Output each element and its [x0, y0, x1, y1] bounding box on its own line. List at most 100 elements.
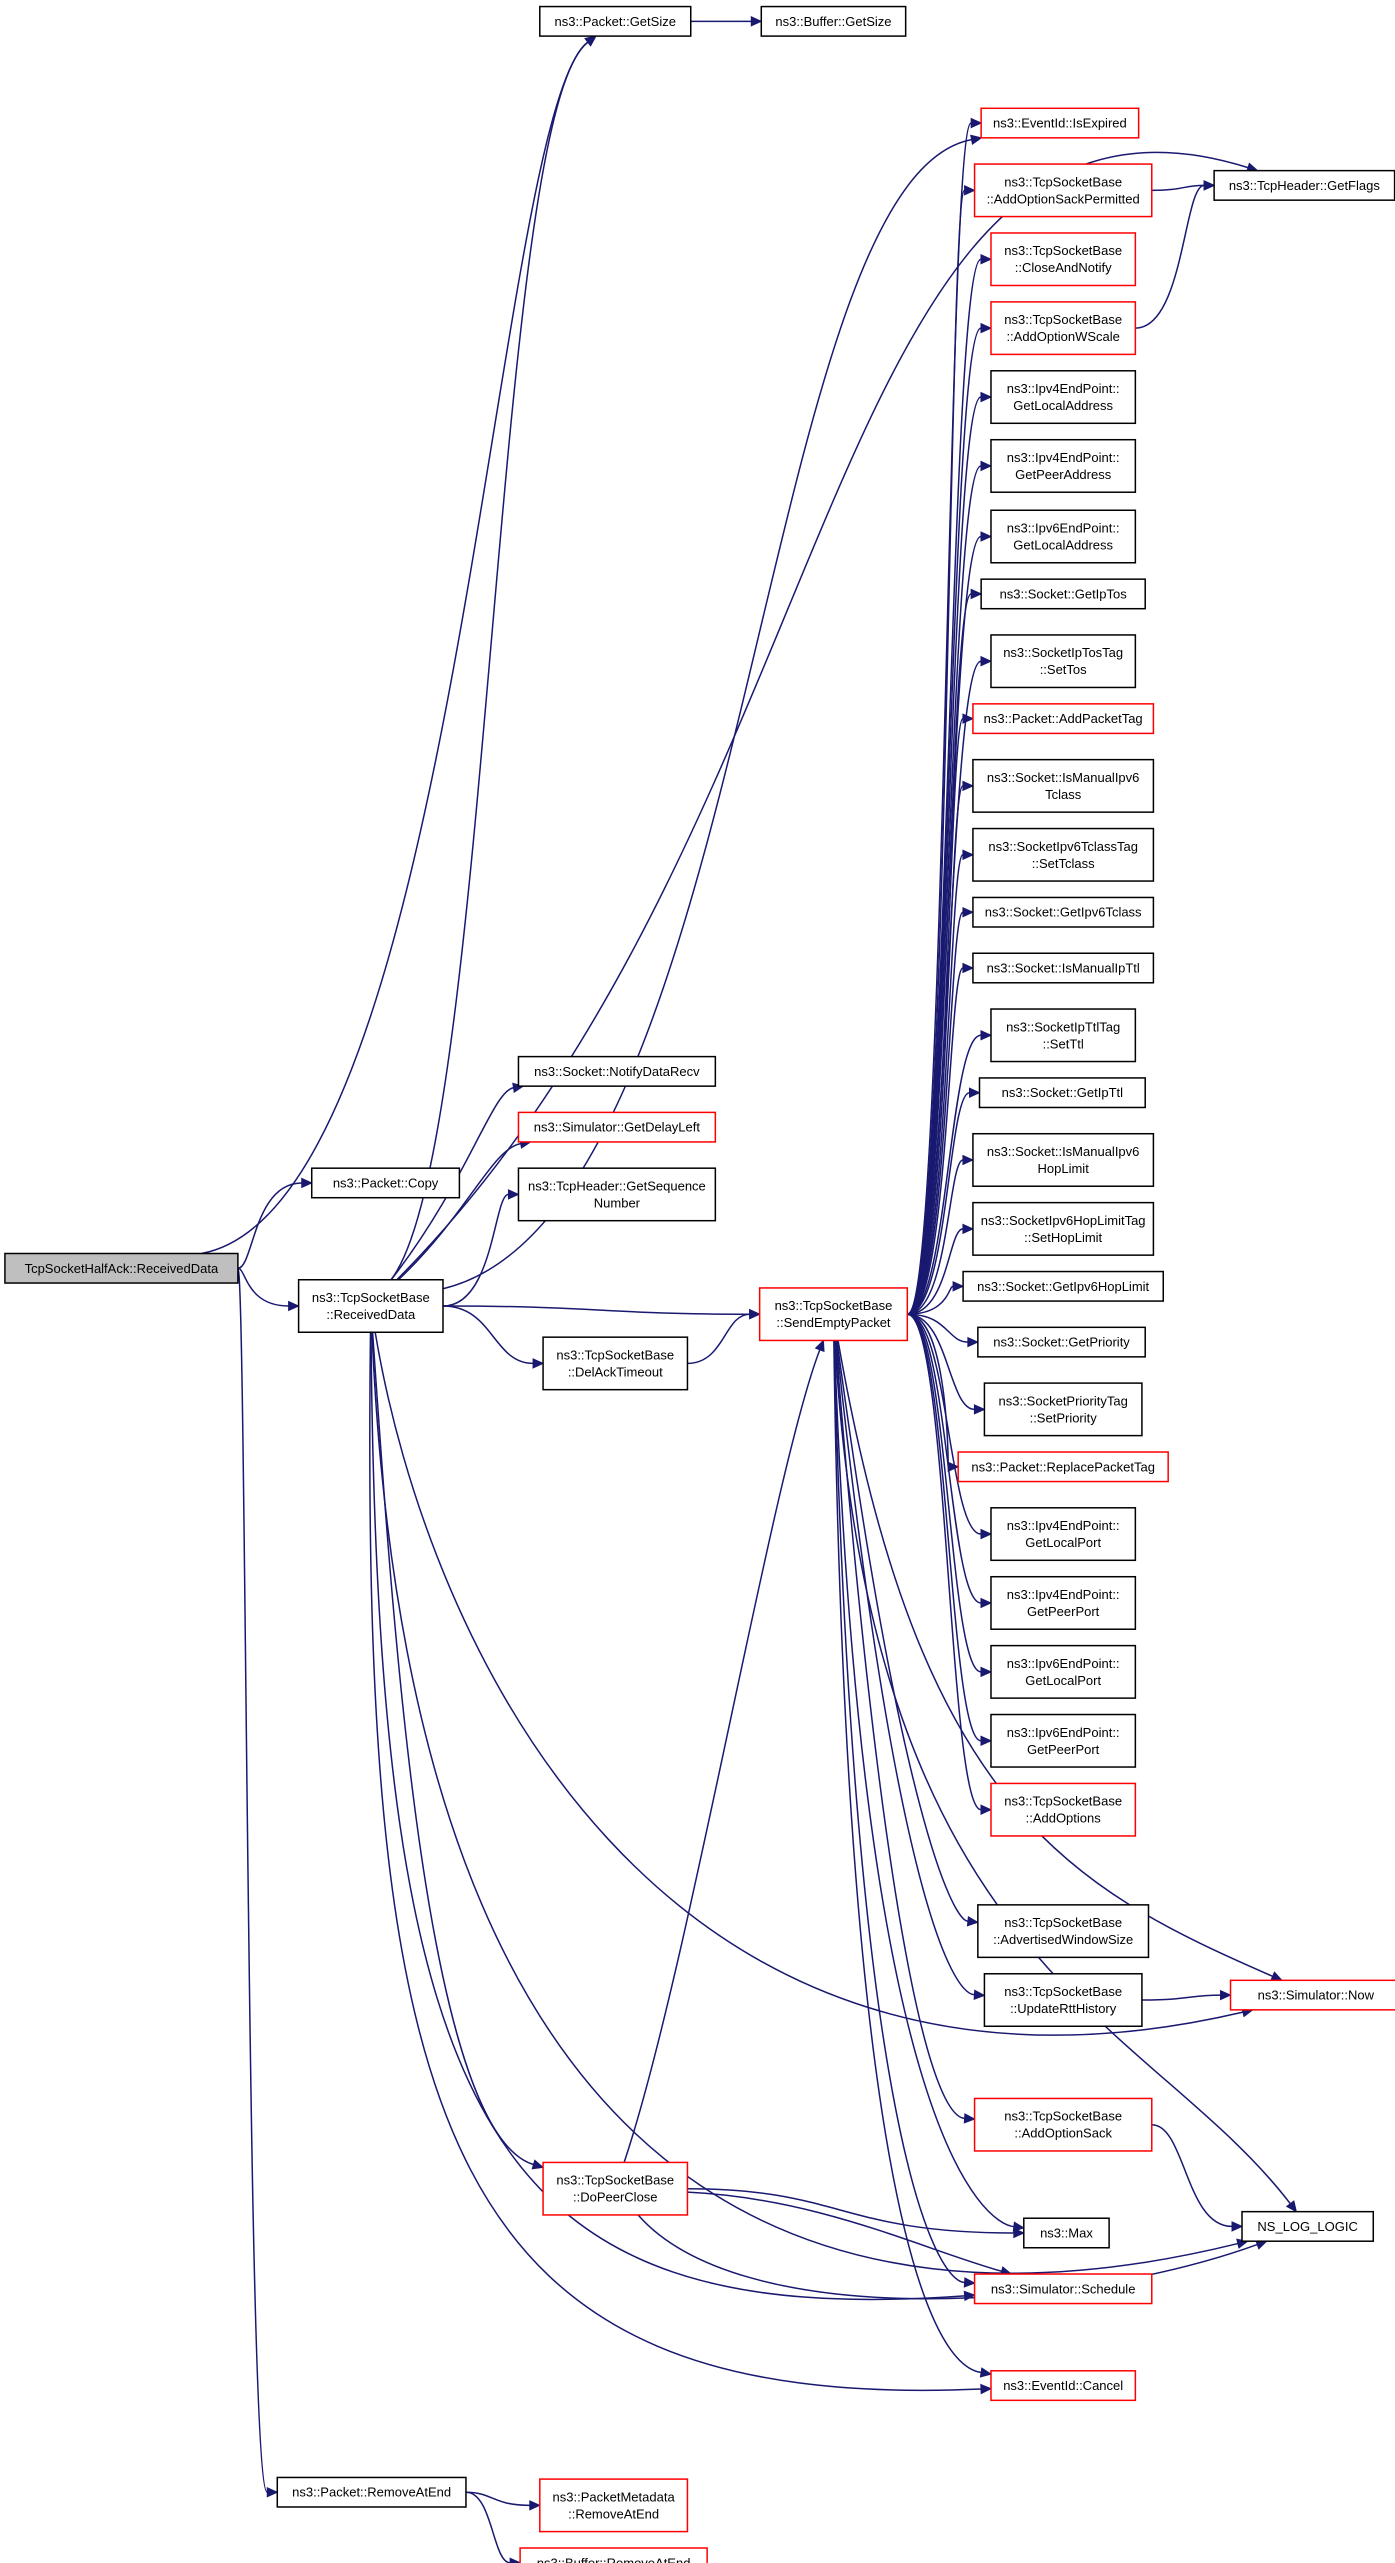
node-apt[interactable]: ns3::Packet::AddPacketTag	[972, 703, 1155, 735]
node-box-copy[interactable]	[310, 1167, 461, 1199]
node-v4glp[interactable]: ns3::Ipv4EndPoint::GetLocalPort	[990, 1507, 1137, 1562]
node-box-giptos[interactable]	[980, 578, 1146, 610]
node-box-sched[interactable]	[973, 2273, 1153, 2305]
node-max[interactable]: ns3::Max	[1023, 2217, 1110, 2249]
node-box-rpt[interactable]	[957, 1451, 1169, 1483]
node-box-bufsize[interactable]	[760, 5, 907, 37]
node-gv6hl[interactable]: ns3::Socket::GetIpv6HopLimit	[962, 1270, 1165, 1302]
node-setttl[interactable]: ns3::SocketIpTtlTag::SetTtl	[990, 1008, 1137, 1063]
node-ndr[interactable]: ns3::Socket::NotifyDataRecv	[517, 1055, 717, 1087]
node-box-v4gpa[interactable]	[990, 438, 1137, 493]
node-box-settc[interactable]	[972, 827, 1155, 882]
node-box-addopt[interactable]	[990, 1782, 1137, 1837]
node-aws[interactable]: ns3::TcpSocketBase::AdvertisedWindowSize	[977, 1904, 1150, 1959]
node-dat[interactable]: ns3::TcpSocketBase::DelAckTimeout	[542, 1336, 689, 1391]
node-box-aosp[interactable]	[973, 163, 1153, 218]
node-box-gprio[interactable]	[977, 1326, 1146, 1358]
node-box-v6gpp[interactable]	[990, 1713, 1137, 1768]
node-box-rae[interactable]	[276, 2476, 467, 2508]
node-box-gv6hl[interactable]	[962, 1270, 1165, 1302]
node-box-can[interactable]	[990, 232, 1137, 287]
node-box-apt[interactable]	[972, 703, 1155, 735]
node-box-gttl[interactable]	[978, 1077, 1146, 1109]
node-v6gpp[interactable]: ns3::Ipv6EndPoint::GetPeerPort	[990, 1713, 1137, 1768]
node-aosp[interactable]: ns3::TcpSocketBase::AddOptionSackPermitt…	[973, 163, 1153, 218]
node-v6gla[interactable]: ns3::Ipv6EndPoint::GetLocalAddress	[990, 509, 1137, 564]
node-pmrae[interactable]: ns3::PacketMetadata::RemoveAtEnd	[539, 2478, 689, 2533]
node-box-ndr[interactable]	[517, 1055, 717, 1087]
node-box-nll[interactable]	[1241, 2210, 1375, 2242]
node-box-gv6tc[interactable]	[972, 896, 1155, 928]
node-settos[interactable]: ns3::SocketIpTosTag::SetTos	[990, 634, 1137, 689]
node-imttl[interactable]: ns3::Socket::IsManualIpTtl	[972, 952, 1155, 984]
node-copy[interactable]: ns3::Packet::Copy	[310, 1167, 461, 1199]
node-box-aows[interactable]	[990, 301, 1137, 356]
node-bufsize[interactable]: ns3::Buffer::GetSize	[760, 5, 907, 37]
node-box-isexp[interactable]	[980, 107, 1140, 139]
node-box-rd[interactable]	[297, 1278, 444, 1333]
node-box-cancel[interactable]	[990, 2370, 1137, 2402]
node-can[interactable]: ns3::TcpSocketBase::CloseAndNotify	[990, 232, 1137, 287]
node-box-v4gla[interactable]	[990, 370, 1137, 425]
node-gflags[interactable]: ns3::TcpHeader::GetFlags	[1213, 169, 1395, 201]
node-sep[interactable]: ns3::TcpSocketBase::SendEmptyPacket	[758, 1287, 909, 1342]
node-dpc[interactable]: ns3::TcpSocketBase::DoPeerClose	[542, 2161, 689, 2216]
node-urh[interactable]: ns3::TcpSocketBase::UpdateRttHistory	[983, 1973, 1143, 2028]
node-box-max[interactable]	[1023, 2217, 1110, 2249]
node-box-imttl[interactable]	[972, 952, 1155, 984]
node-gprio[interactable]: ns3::Socket::GetPriority	[977, 1326, 1146, 1358]
node-box-v6gla[interactable]	[990, 509, 1137, 564]
node-box-setttl[interactable]	[990, 1008, 1137, 1063]
node-box-dat[interactable]	[542, 1336, 689, 1391]
node-v6glp[interactable]: ns3::Ipv6EndPoint::GetLocalPort	[990, 1644, 1137, 1699]
node-setprio[interactable]: ns3::SocketPriorityTag::SetPriority	[983, 1382, 1143, 1437]
node-box-setprio[interactable]	[983, 1382, 1143, 1437]
node-addopt[interactable]: ns3::TcpSocketBase::AddOptions	[990, 1782, 1137, 1837]
node-box-v4gpp[interactable]	[990, 1575, 1137, 1630]
node-gv6tc[interactable]: ns3::Socket::GetIpv6Tclass	[972, 896, 1155, 928]
node-rpt[interactable]: ns3::Packet::ReplacePacketTag	[957, 1451, 1169, 1483]
node-sched[interactable]: ns3::Simulator::Schedule	[973, 2273, 1153, 2305]
call-edge-rae-to-pmrae	[465, 2491, 530, 2507]
node-box-root[interactable]	[4, 1252, 239, 1284]
node-aows[interactable]: ns3::TcpSocketBase::AddOptionWScale	[990, 301, 1137, 356]
node-gdl[interactable]: ns3::Simulator::GetDelayLeft	[517, 1111, 717, 1143]
node-v4gla[interactable]: ns3::Ipv4EndPoint::GetLocalAddress	[990, 370, 1137, 425]
node-box-v6glp[interactable]	[990, 1644, 1137, 1699]
node-box-gsn[interactable]	[517, 1167, 717, 1222]
node-v4gpa[interactable]: ns3::Ipv4EndPoint::GetPeerAddress	[990, 438, 1137, 493]
node-v4gpp[interactable]: ns3::Ipv4EndPoint::GetPeerPort	[990, 1575, 1137, 1630]
node-cancel[interactable]: ns3::EventId::Cancel	[990, 2370, 1137, 2402]
node-box-settos[interactable]	[990, 634, 1137, 689]
node-isexp[interactable]: ns3::EventId::IsExpired	[980, 107, 1140, 139]
node-rd[interactable]: ns3::TcpSocketBase::ReceivedData	[297, 1278, 444, 1333]
node-box-aws[interactable]	[977, 1904, 1150, 1959]
node-giptos[interactable]: ns3::Socket::GetIpTos	[980, 578, 1146, 610]
node-box-v4glp[interactable]	[990, 1507, 1137, 1562]
node-box-sep[interactable]	[758, 1287, 909, 1342]
node-box-sethl[interactable]	[972, 1201, 1155, 1256]
node-box-urh[interactable]	[983, 1973, 1143, 2028]
node-box-now[interactable]	[1229, 1979, 1395, 2011]
node-box-gdl[interactable]	[517, 1111, 717, 1143]
node-rae[interactable]: ns3::Packet::RemoveAtEnd	[276, 2476, 467, 2508]
node-box-pmrae[interactable]	[539, 2478, 689, 2533]
node-nll[interactable]: NS_LOG_LOGIC	[1241, 2210, 1375, 2242]
node-box-imv6hl[interactable]	[972, 1132, 1155, 1187]
node-box-imv6tc[interactable]	[972, 758, 1155, 813]
node-root[interactable]: TcpSocketHalfAck::ReceivedData	[4, 1252, 239, 1284]
node-gttl[interactable]: ns3::Socket::GetIpTtl	[978, 1077, 1146, 1109]
node-now[interactable]: ns3::Simulator::Now	[1229, 1979, 1395, 2011]
node-aos[interactable]: ns3::TcpSocketBase::AddOptionSack	[973, 2097, 1153, 2152]
node-brae[interactable]: ns3::Buffer::RemoveAtEnd	[519, 2547, 708, 2563]
node-box-aos[interactable]	[973, 2097, 1153, 2152]
node-getsize[interactable]: ns3::Packet::GetSize	[539, 5, 692, 37]
node-box-dpc[interactable]	[542, 2161, 689, 2216]
node-settc[interactable]: ns3::SocketIpv6TclassTag::SetTclass	[972, 827, 1155, 882]
node-box-getsize[interactable]	[539, 5, 692, 37]
call-edge-sep-to-aos	[834, 1340, 965, 2120]
node-sethl[interactable]: ns3::SocketIpv6HopLimitTag::SetHopLimit	[972, 1201, 1155, 1256]
